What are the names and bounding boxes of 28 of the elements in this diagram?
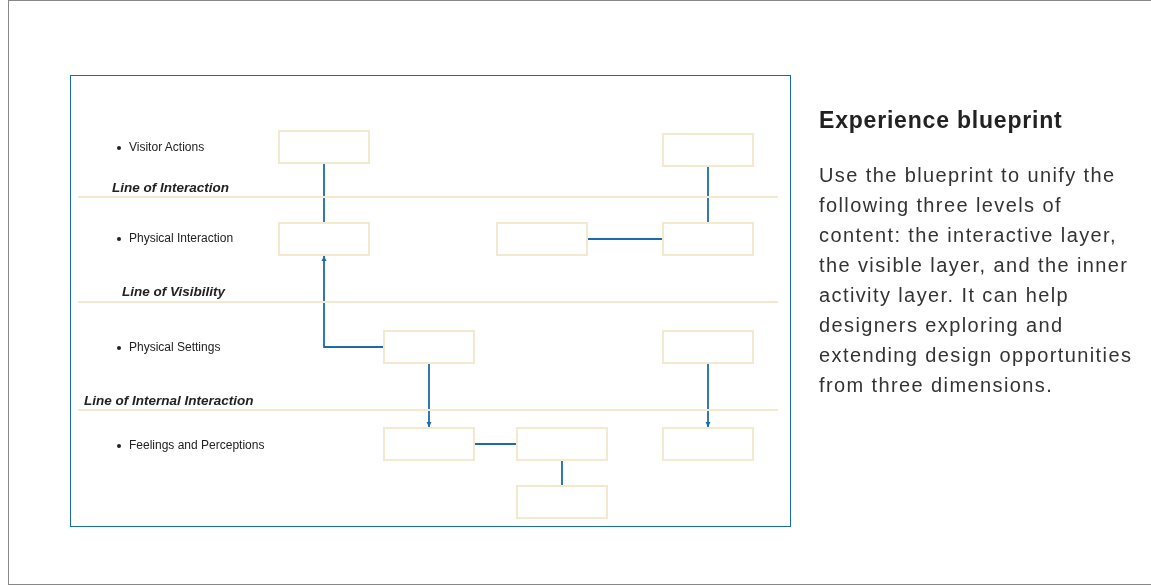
lane-label: Visitor Actions <box>129 140 205 154</box>
step-box <box>662 222 754 256</box>
line-label: Line of Interaction <box>112 180 229 195</box>
connector-line <box>587 238 663 240</box>
lane-label: Physical Interaction <box>129 231 234 245</box>
step-box <box>383 427 475 461</box>
lane-label: Feelings and Perceptions <box>129 438 265 452</box>
connector-line <box>474 443 517 445</box>
connector-line <box>323 163 325 223</box>
line-label: Line of Visibility <box>122 284 225 299</box>
arrow <box>705 363 711 428</box>
step-box <box>496 222 588 256</box>
step-box <box>662 330 754 364</box>
line-label: Line of Internal Interaction <box>84 393 254 408</box>
step-box <box>516 427 608 461</box>
connector-line <box>561 460 563 486</box>
step-box <box>662 427 754 461</box>
heading: Experience blueprint <box>819 107 1063 134</box>
step-box <box>278 130 370 164</box>
step-box <box>516 485 608 519</box>
arrow <box>321 255 384 348</box>
step-box <box>278 222 370 256</box>
connector-line <box>707 166 709 223</box>
step-box <box>662 133 754 167</box>
lane-label: Physical Settings <box>129 340 221 354</box>
arrow <box>426 363 432 428</box>
step-box <box>383 330 475 364</box>
description-paragraph: Use the blueprint to unify the following three levels of content: the interactive layer, the visible layer, and the inner activity layer. It can help designers exploring and extending design opportunities from three dimensions. <box>819 163 1134 398</box>
